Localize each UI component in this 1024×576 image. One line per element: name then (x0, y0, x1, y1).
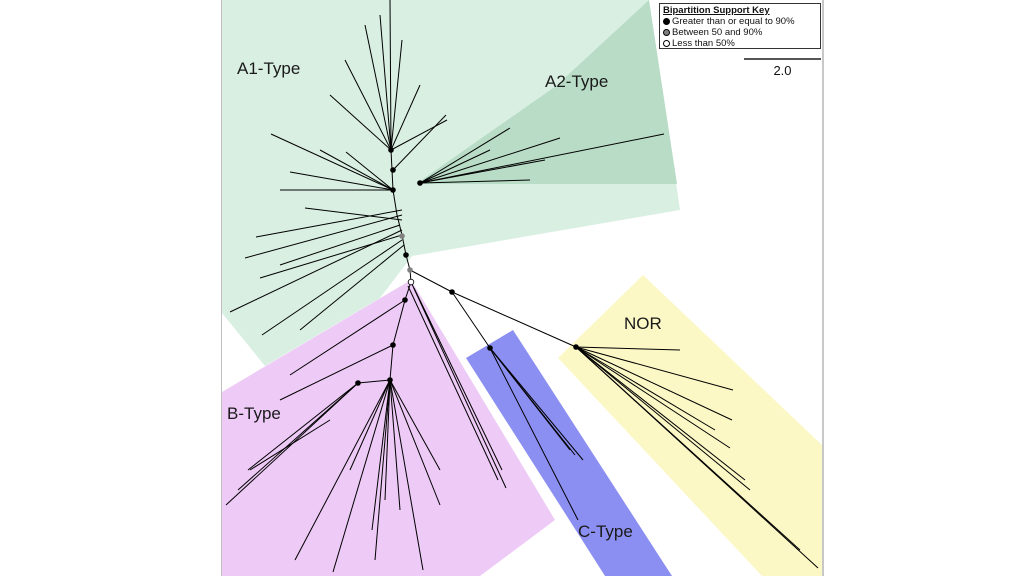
legend-item-high: Greater than or equal to 90% (663, 16, 817, 27)
scale-bar-line (744, 58, 821, 60)
clade-region-a2 (416, 0, 677, 184)
clade-label-a1: A1-Type (237, 59, 301, 78)
filled-black-circle-icon (663, 18, 670, 25)
clade-region-nor (558, 275, 823, 576)
legend-item-mid: Between 50 and 90% (663, 27, 817, 38)
open-circle-icon (663, 40, 670, 47)
clade-label-c: C-Type (578, 522, 633, 541)
legend-title: Bipartition Support Key (663, 5, 770, 16)
clade-label-nor: NOR (624, 314, 662, 333)
bipartition-support-legend: Bipartition Support Key Greater than or … (659, 3, 821, 49)
tree-branches (225, 0, 819, 573)
scale-bar: 2.0 (744, 58, 821, 78)
clade-region-c (466, 330, 672, 576)
support-nodes (355, 147, 579, 386)
filled-gray-circle-icon (663, 29, 670, 36)
clade-label-b: B-Type (227, 404, 281, 423)
legend-item-low: Less than 50% (663, 38, 817, 49)
clade-label-a2: A2-Type (545, 72, 609, 91)
scale-bar-label: 2.0 (773, 63, 792, 78)
